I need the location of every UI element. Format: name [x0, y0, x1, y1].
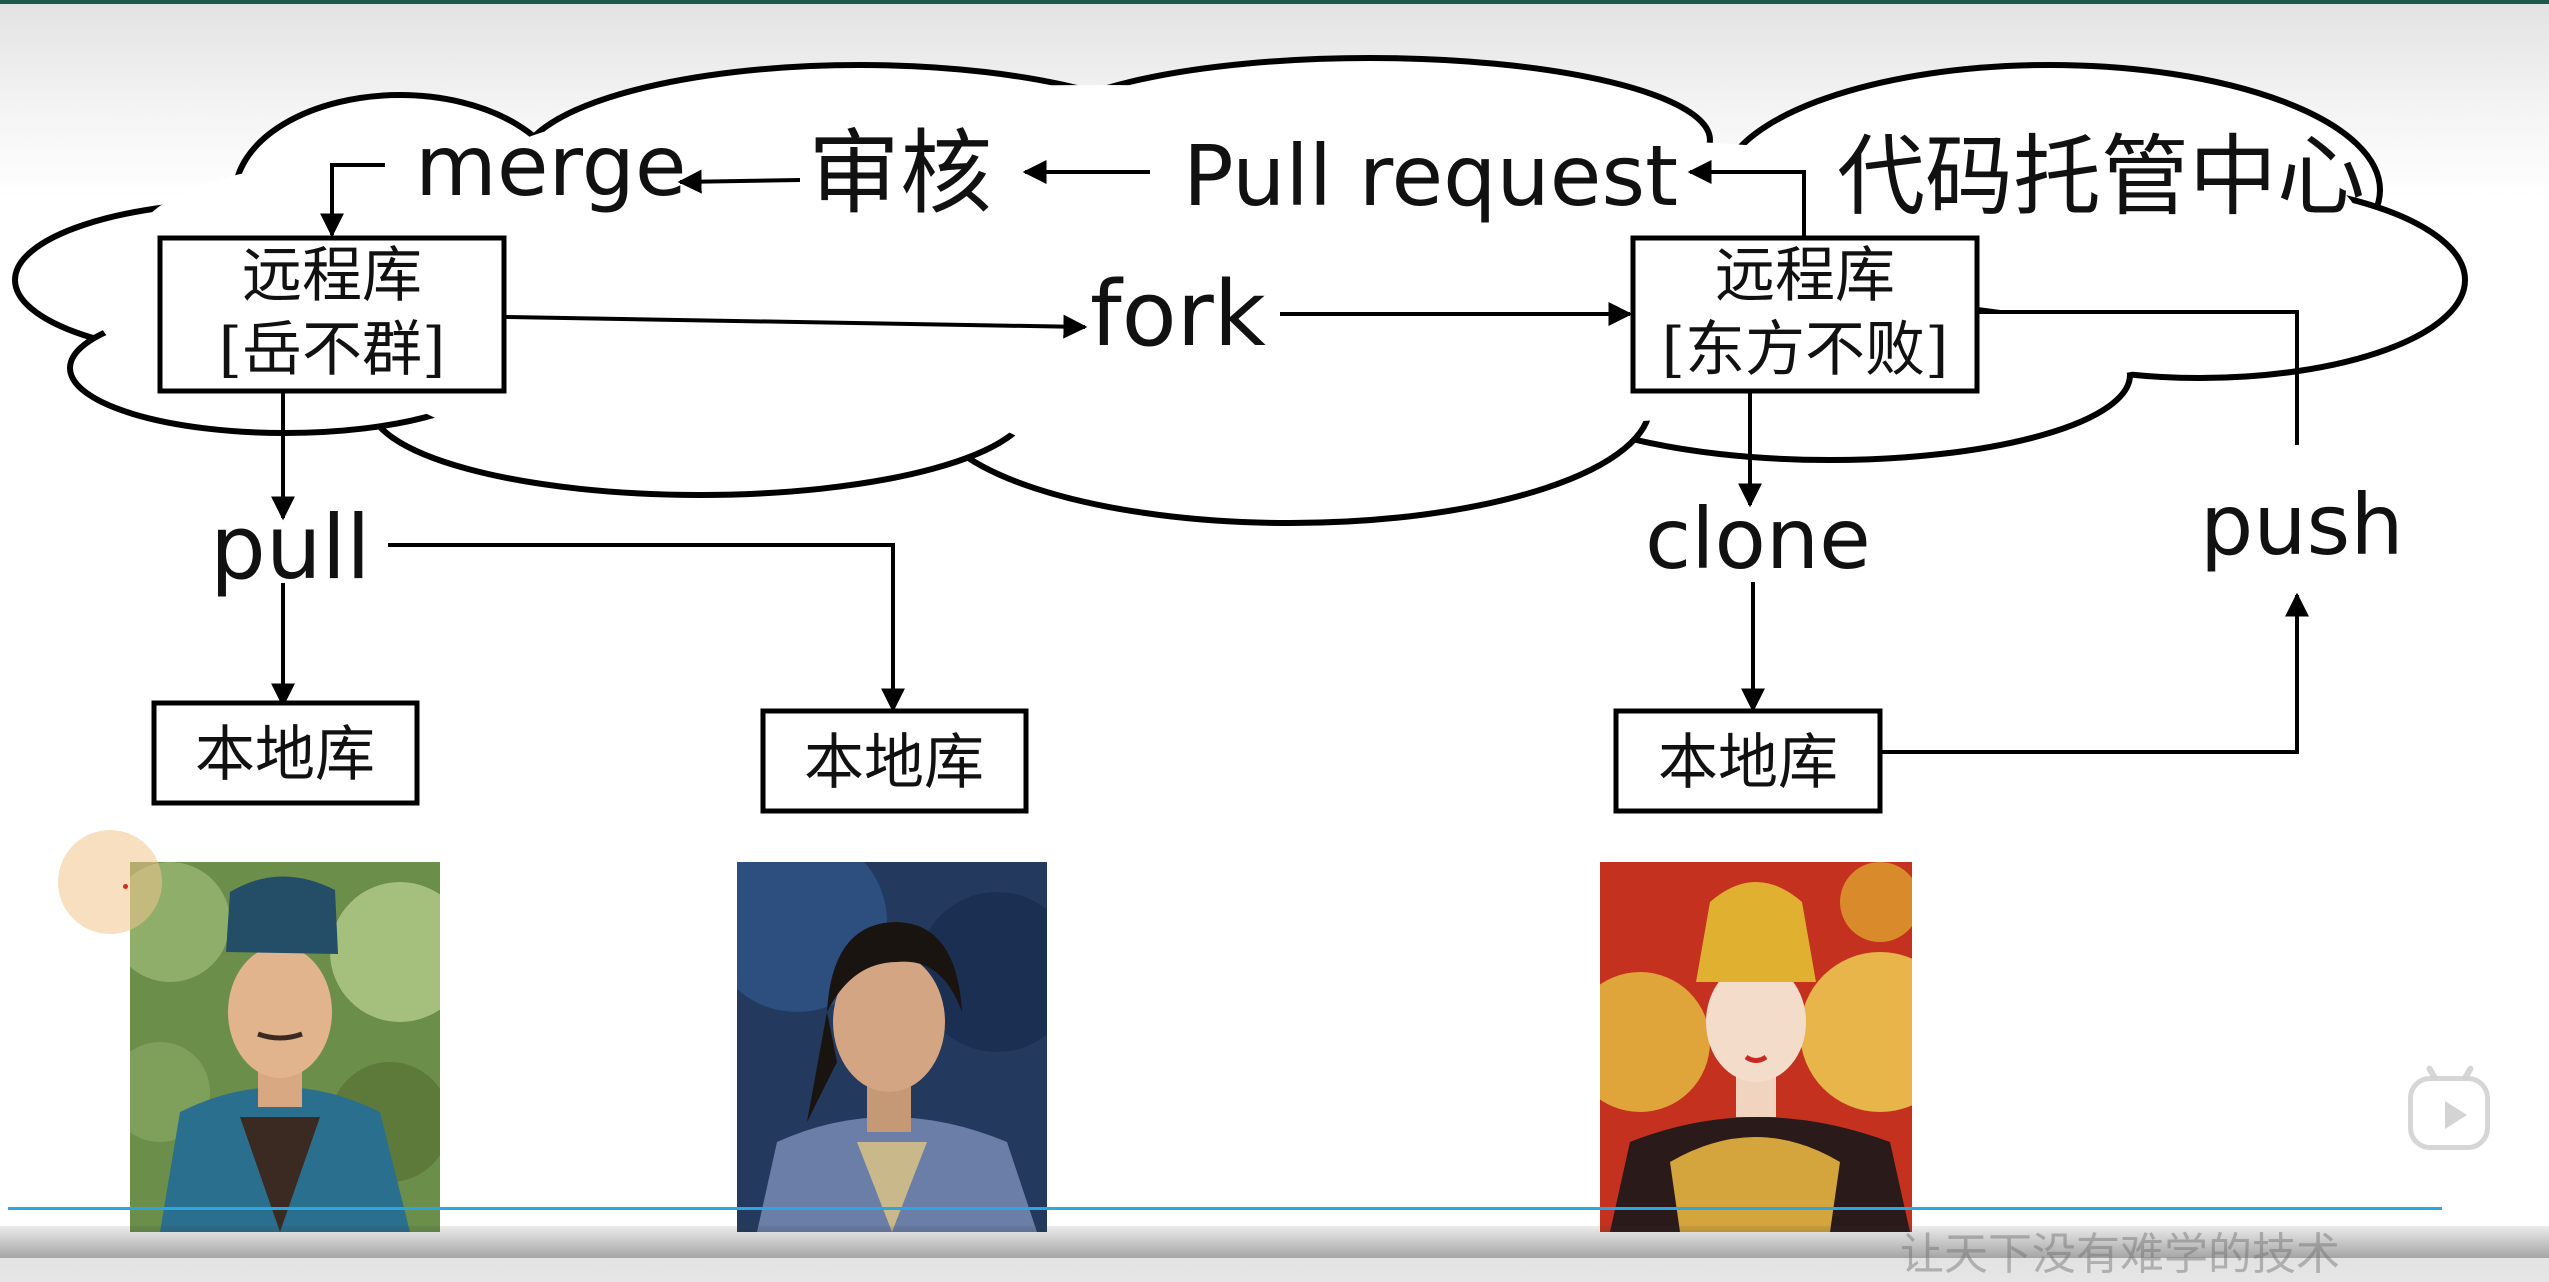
cursor-highlight [58, 830, 162, 934]
remote-repo-left: 远程库 [岳不群] [157, 235, 507, 394]
push-label: push [2200, 476, 2404, 574]
review-label: 审核 [808, 120, 992, 227]
remote-repo-right: 远程库 [东方不败] [1630, 235, 1980, 394]
photo-yue-buqun [130, 862, 440, 1232]
video-progress-bar[interactable] [8, 1207, 2442, 1210]
remote-right-title: 远程库 [1715, 241, 1895, 311]
local-repo-3-label: 本地库 [1658, 728, 1838, 798]
arrow-pull-to-local-2 [388, 543, 905, 713]
remote-left-owner: [岳不群] [219, 315, 446, 385]
arrow-left-remote-to-fork [505, 314, 1088, 339]
remote-right-owner: [东方不败] [1662, 315, 1949, 385]
photo-linghu-chong [737, 862, 1047, 1232]
arrow-merge-to-left-remote [320, 163, 385, 238]
pull-request-label: Pull request [1183, 127, 1678, 225]
local-repo-1-label: 本地库 [195, 720, 375, 790]
local-repo-3: 本地库 [1613, 708, 1883, 814]
pull-label: pull [210, 496, 371, 599]
window-top-border [0, 0, 2549, 4]
player-controls [0, 1226, 2549, 1258]
photo-dongfang-bubai [1600, 862, 1912, 1232]
arrow-review-to-merge [677, 169, 801, 194]
fork-label: fork [1090, 262, 1266, 367]
merge-label: merge [415, 117, 687, 215]
watermark-text: 让天下没有难学的技术 [1900, 1229, 2340, 1280]
arrow-local-3-to-push [1882, 592, 2309, 754]
remote-left-title: 远程库 [242, 241, 422, 311]
hub-label: 代码托管中心 [1837, 125, 2365, 228]
local-repo-2: 本地库 [760, 708, 1029, 814]
local-repo-1: 本地库 [151, 700, 420, 806]
clone-label: clone [1645, 490, 1871, 588]
local-repo-2-label: 本地库 [804, 728, 984, 798]
play-icon[interactable] [2408, 1064, 2490, 1150]
arrow-hub-to-pull-request [1687, 160, 1806, 236]
